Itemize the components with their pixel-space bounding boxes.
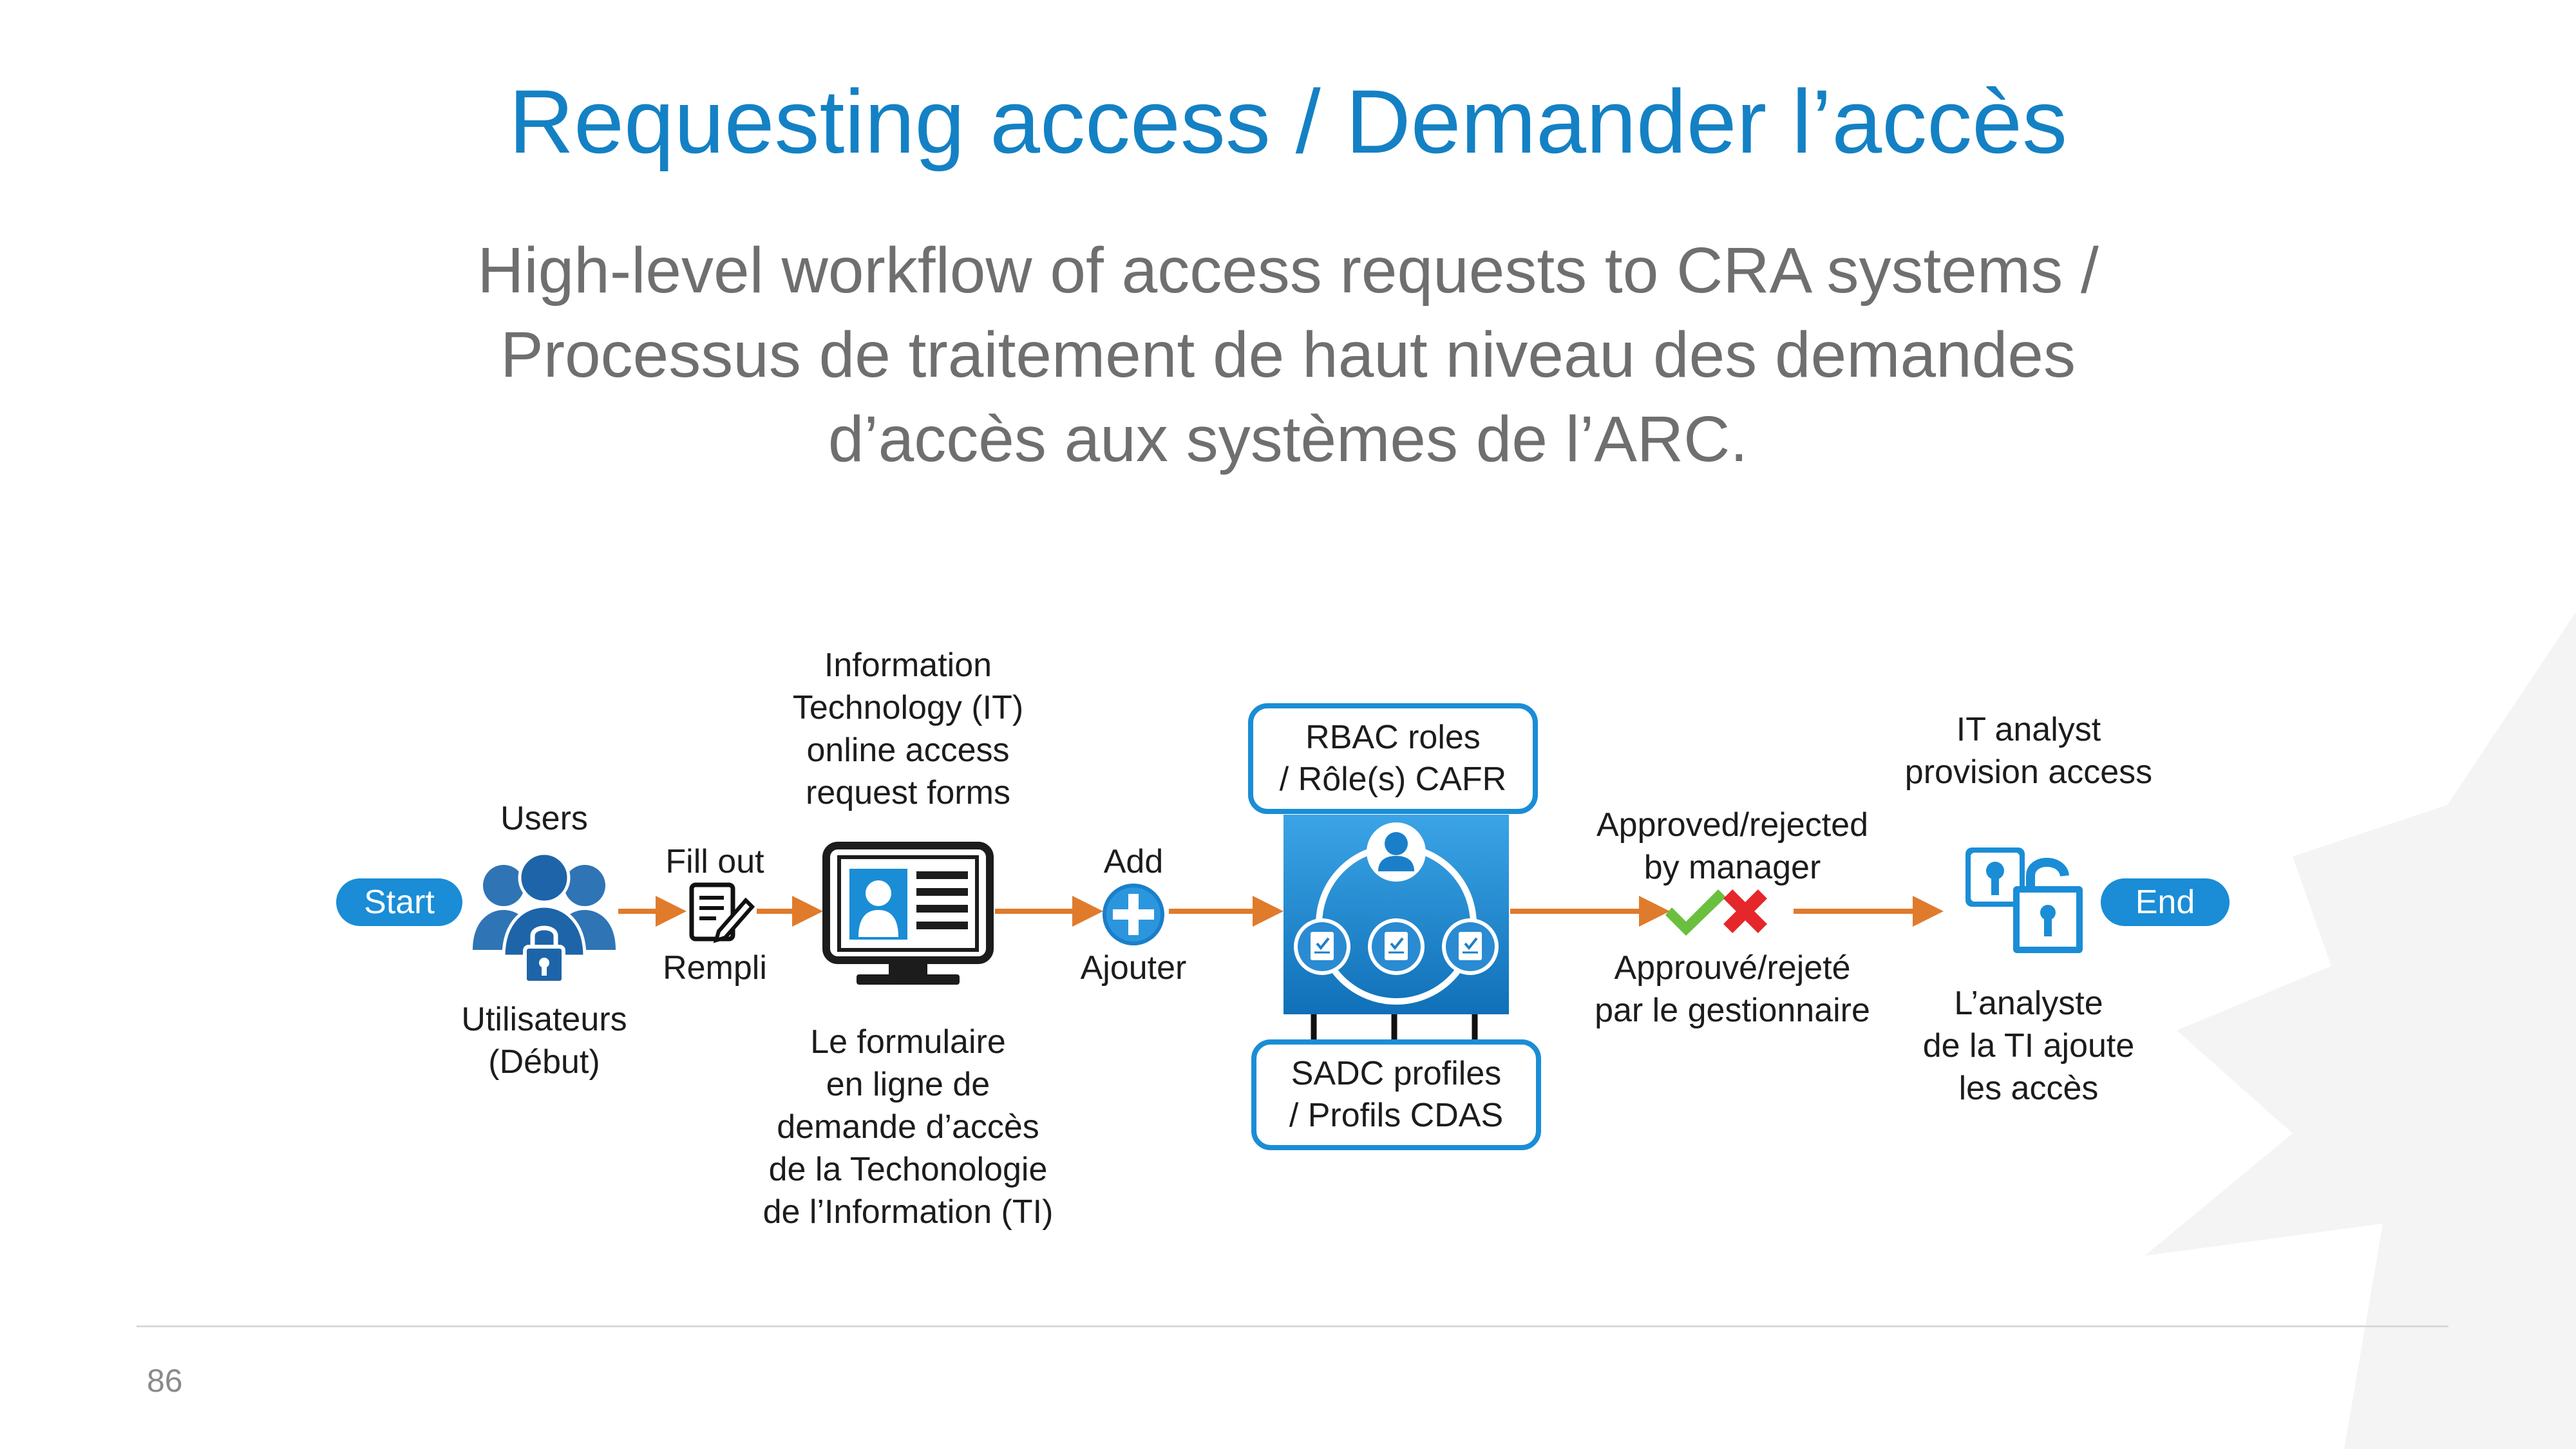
provision-access-icon [1965, 848, 2083, 953]
approval-label: Approved/rejected by manager [1596, 806, 1869, 887]
end-badge: End [2101, 878, 2230, 926]
fill-out-label-fr: Rempli [663, 949, 767, 987]
footer-divider [137, 1325, 2448, 1327]
page-number: 86 [147, 1363, 183, 1399]
fill-out-label: Fill out [665, 843, 764, 880]
users-icon [473, 853, 616, 985]
approval-label-fr: Approuvé/rejeté par le gestionnaire [1595, 949, 1870, 1030]
start-badge: Start [336, 878, 462, 926]
it-analyst-label-fr: L’analyste de la TI ajoute les accès [1922, 985, 2135, 1108]
users-label: Users [500, 800, 588, 837]
page-title: Requesting access / Demander l’accès [508, 71, 2068, 172]
approved-check-icon [1665, 889, 1726, 936]
add-label-fr: Ajouter [1080, 949, 1187, 987]
forms-label: Information Technology (IT) online acces… [792, 647, 1024, 812]
online-form-icon [822, 842, 994, 985]
users-label-fr: Utilisateurs (Début) [461, 1001, 627, 1081]
roles-profiles-icon [1283, 815, 1509, 1014]
form-edit-icon [689, 882, 755, 943]
page-subtitle: High-level workflow of access requests t… [477, 234, 2099, 475]
forms-label-fr: Le formulaire en ligne de demande d’accè… [762, 1023, 1054, 1231]
rejected-cross-icon [1723, 889, 1767, 933]
it-analyst-label: IT analyst provision access [1904, 711, 2153, 791]
add-icon [1103, 884, 1164, 945]
approve-reject-icons [1665, 889, 1767, 936]
add-label: Add [1103, 843, 1164, 880]
rbac-roles-box: RBAC roles / Rôle(s) CAFR [1248, 703, 1538, 814]
sadc-profiles-box: SADC profiles / Profils CDAS [1251, 1039, 1541, 1150]
